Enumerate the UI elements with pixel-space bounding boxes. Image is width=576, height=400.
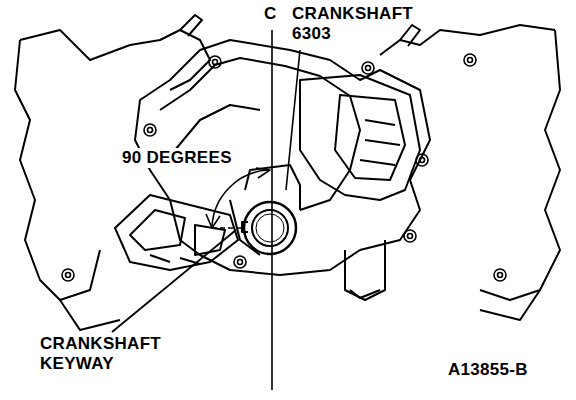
- figure-number: A13855-B: [448, 360, 528, 380]
- centerline-symbol: C: [264, 4, 277, 24]
- part-name: CRANKSHAFT 6303: [292, 4, 413, 45]
- angle-note: 90 DEGREES: [120, 148, 234, 168]
- part-name: CRANKSHAFT KEYWAY: [40, 334, 161, 375]
